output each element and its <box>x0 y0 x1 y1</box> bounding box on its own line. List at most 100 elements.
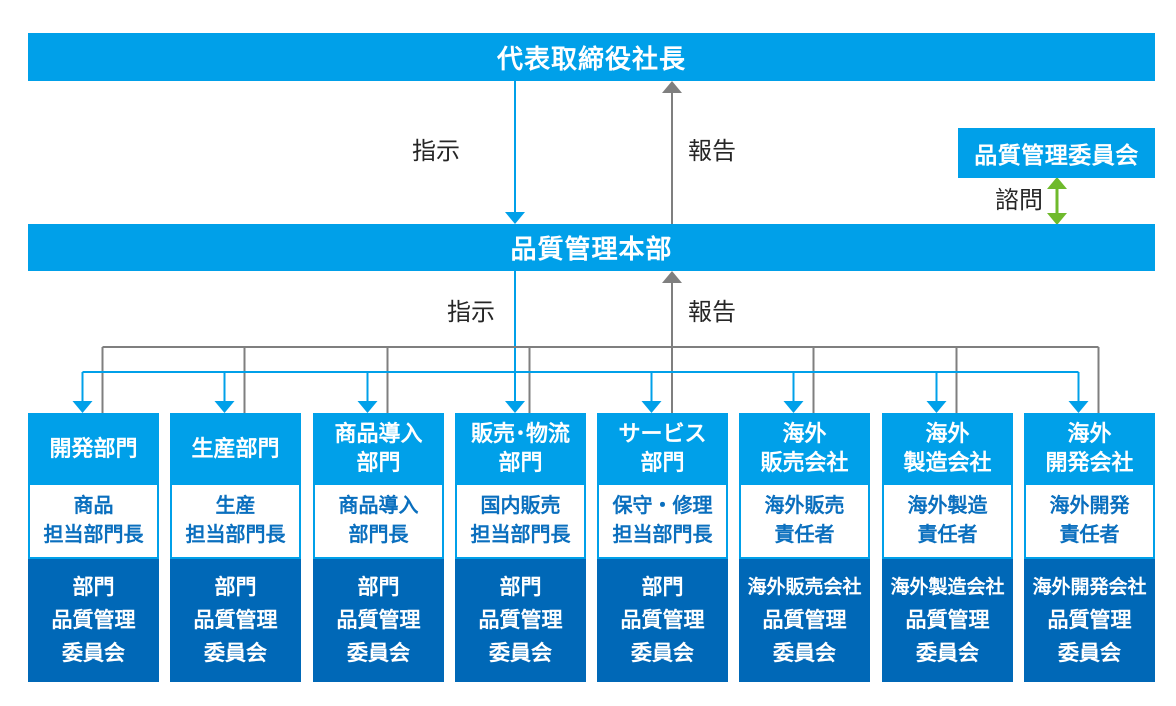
quality-hq-bar: 品質管理本部 <box>28 224 1155 271</box>
dept-header: 生産部門 <box>170 413 301 483</box>
dept-header: サービス 部門 <box>597 413 728 483</box>
dept-committee-cell: 海外販売会社 品質管理 委員会 <box>739 559 870 682</box>
president-bar-label: 代表取締役社長 <box>496 43 686 74</box>
dept-header-line: 販売会社 <box>760 450 849 475</box>
dept-manager-line: 責任者 <box>774 524 835 546</box>
advisory-double-arrow <box>1047 177 1067 225</box>
dept-header-line: 部門 <box>356 450 401 475</box>
dept-manager-cell: 生産 担当部門長 <box>170 483 301 559</box>
dept-manager-line: 海外製造 <box>907 495 988 517</box>
report-arrow-bottom <box>662 271 682 413</box>
report-label-top: 報告 <box>688 138 736 165</box>
dept-header-line: 海外 <box>782 421 827 446</box>
dept-committee-line: 海外開発会社 <box>1032 577 1147 598</box>
dept-header: 商品導入 部門 <box>313 413 444 483</box>
dept-committee-line: 品質管理 <box>905 609 990 632</box>
dept-header-line: 部門 <box>640 450 685 475</box>
dept-manager-cell: 商品 担当部門長 <box>28 483 159 559</box>
dept-manager-line: 担当部門長 <box>470 524 571 546</box>
dept-committee-line: 部門 <box>641 576 684 599</box>
dept-committee-cell: 部門 品質管理 委員会 <box>455 559 586 682</box>
dept-committee-line: 品質管理 <box>1047 609 1132 632</box>
dept-committee-line: 部門 <box>214 576 257 599</box>
advisory-label: 諮問 <box>995 187 1043 214</box>
dept-manager-cell: 海外製造 責任者 <box>882 483 1013 559</box>
dept-manager-line: 商品導入 <box>338 495 419 517</box>
dept-manager-cell: 国内販売 担当部門長 <box>455 483 586 559</box>
quality-committee-box-label: 品質管理委員会 <box>974 142 1139 168</box>
dept-committee-line: 海外製造会社 <box>890 577 1005 598</box>
dept-committee-line: 部門 <box>72 576 115 599</box>
dept-committee-line: 委員会 <box>204 642 267 665</box>
dept-committee-line: 委員会 <box>62 642 125 665</box>
dept-manager-line: 責任者 <box>1059 524 1120 546</box>
instruction-label-top: 指示 <box>412 138 460 165</box>
dept-manager-line: 海外開発 <box>1049 495 1130 517</box>
dept-header-line: 海外 <box>925 421 970 446</box>
dept-header-line: 開発部門 <box>49 435 138 461</box>
dept-manager-line: 担当部門長 <box>43 524 144 546</box>
instruction-arrow-bottom <box>505 271 525 413</box>
dept-header-line: 開発会社 <box>1045 450 1134 475</box>
dept-manager-line: 国内販売 <box>480 495 561 517</box>
dept-manager-line: 海外販売 <box>764 495 845 517</box>
dept-header: 海外 販売会社 <box>739 413 870 483</box>
dept-committee-line: 委員会 <box>489 642 552 665</box>
quality-committee-box: 品質管理委員会 <box>958 128 1155 178</box>
dept-header-line: 生産部門 <box>191 435 280 461</box>
instruction-arrow-top <box>505 81 525 224</box>
dept-header: 開発部門 <box>28 413 159 483</box>
dept-manager-cell: 保守・修理 担当部門長 <box>597 483 728 559</box>
dept-header-line: 商品導入 <box>334 421 423 446</box>
dept-committee-cell: 部門 品質管理 委員会 <box>597 559 728 682</box>
dept-header-line: 製造会社 <box>903 450 992 475</box>
dept-committee-cell: 部門 品質管理 委員会 <box>170 559 301 682</box>
dept-box-overseas-sales: 海外 販売会社 海外販売 責任者 海外販売会社 品質管理 委員会 <box>739 413 870 682</box>
dept-box-overseas-development: 海外 開発会社 海外開発 責任者 海外開発会社 品質管理 委員会 <box>1024 413 1155 682</box>
dept-manager-cell: 海外販売 責任者 <box>739 483 870 559</box>
dept-box-product-introduction: 商品導入 部門 商品導入 部門長 部門 品質管理 委員会 <box>313 413 444 682</box>
report-bus <box>101 346 1100 413</box>
report-arrow-top <box>662 81 682 224</box>
dept-manager-cell: 商品導入 部門長 <box>313 483 444 559</box>
dept-header-line: 海外 <box>1067 421 1112 446</box>
dept-committee-line: 委員会 <box>631 642 694 665</box>
dept-committee-line: 委員会 <box>1058 642 1121 665</box>
report-label-bottom: 報告 <box>688 299 736 326</box>
dept-box-service: サービス 部門 保守・修理 担当部門長 部門 品質管理 委員会 <box>597 413 728 682</box>
president-bar: 代表取締役社長 <box>28 33 1155 81</box>
dept-manager-line: 保守・修理 <box>612 495 713 517</box>
dept-header-line: サービス <box>618 421 707 446</box>
quality-hq-bar-label: 品質管理本部 <box>510 234 673 264</box>
dept-manager-line: 商品 <box>73 495 114 517</box>
dept-box-overseas-manufacturing: 海外 製造会社 海外製造 責任者 海外製造会社 品質管理 委員会 <box>882 413 1013 682</box>
dept-committee-line: 品質管理 <box>51 609 136 632</box>
dept-box-production: 生産部門 生産 担当部門長 部門 品質管理 委員会 <box>170 413 301 682</box>
dept-header: 販売･物流 部門 <box>455 413 586 483</box>
dept-committee-line: 委員会 <box>773 642 836 665</box>
dept-manager-line: 部門長 <box>348 524 409 546</box>
dept-committee-cell: 海外製造会社 品質管理 委員会 <box>882 559 1013 682</box>
dept-committee-cell: 部門 品質管理 委員会 <box>28 559 159 682</box>
dept-committee-line: 部門 <box>357 576 400 599</box>
dept-box-development: 開発部門 商品 担当部門長 部門 品質管理 委員会 <box>28 413 159 682</box>
dept-committee-line: 品質管理 <box>620 609 705 632</box>
dept-committee-cell: 海外開発会社 品質管理 委員会 <box>1024 559 1155 682</box>
dept-header-line: 部門 <box>498 450 543 475</box>
dept-committee-line: 品質管理 <box>762 609 847 632</box>
instruction-bus <box>72 371 1089 413</box>
dept-manager-line: 担当部門長 <box>612 524 713 546</box>
dept-box-sales-logistics: 販売･物流 部門 国内販売 担当部門長 部門 品質管理 委員会 <box>455 413 586 682</box>
dept-manager-line: 生産 <box>215 495 256 517</box>
dept-manager-cell: 海外開発 責任者 <box>1024 483 1155 559</box>
dept-committee-line: 委員会 <box>916 642 979 665</box>
dept-header: 海外 開発会社 <box>1024 413 1155 483</box>
dept-committee-line: 品質管理 <box>478 609 563 632</box>
dept-committee-line: 品質管理 <box>336 609 421 632</box>
dept-committee-cell: 部門 品質管理 委員会 <box>313 559 444 682</box>
dept-committee-line: 部門 <box>499 576 542 599</box>
instruction-label-bottom: 指示 <box>447 299 495 326</box>
dept-committee-line: 海外販売会社 <box>747 577 862 598</box>
